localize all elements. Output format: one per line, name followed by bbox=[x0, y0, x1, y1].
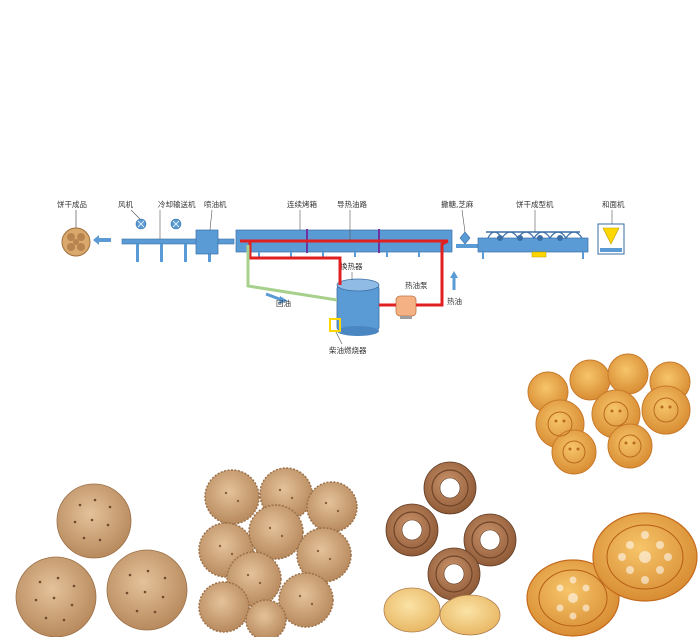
scalloped-crackers-pile-photo bbox=[198, 467, 358, 637]
label-return-oil: 回油 bbox=[276, 298, 291, 308]
return-oil-arrow-head bbox=[279, 296, 288, 304]
label-hot-oil: 热油 bbox=[447, 296, 462, 306]
heat-exchanger-tank bbox=[336, 278, 380, 336]
hot-oil-pipe bbox=[248, 242, 342, 285]
conveyor-leg bbox=[136, 244, 139, 262]
label-thermal-oil-pipe: 导热油路 bbox=[337, 199, 367, 209]
hot-oil-pipe bbox=[416, 239, 449, 307]
dough-mixer-machine bbox=[597, 223, 625, 255]
leader-line bbox=[335, 331, 343, 345]
label-cooling-conveyor: 冷却输送机 bbox=[158, 199, 196, 209]
conveyor-leg bbox=[160, 244, 163, 262]
label-biscuit-forming-machine: 饼干成型机 bbox=[516, 199, 554, 209]
leader-line bbox=[461, 209, 466, 233]
leader-line bbox=[130, 209, 141, 220]
fan-icon bbox=[135, 218, 147, 230]
label-diesel-burner: 柴油燃烧器 bbox=[329, 345, 367, 355]
label-sugar-sesame: 撒糖,芝麻 bbox=[441, 199, 474, 209]
oil-sprayer-machine bbox=[195, 229, 219, 255]
conveyor-leg bbox=[184, 244, 187, 262]
round-docked-crackers-photo bbox=[15, 483, 188, 637]
return-oil-pipe bbox=[246, 245, 338, 302]
hot-oil-pump bbox=[395, 295, 417, 319]
hot-oil-arrow-head bbox=[450, 271, 458, 278]
label-dough-mixer: 和面机 bbox=[602, 199, 625, 209]
output-arrow-icon bbox=[93, 235, 111, 245]
lace-pattern-biscuits-photo bbox=[525, 505, 700, 637]
ring-biscuits-photo bbox=[383, 461, 517, 636]
label-hot-oil-pump: 热油泵 bbox=[405, 280, 428, 290]
sugar-sesame-sprinkler bbox=[459, 231, 471, 245]
label-heat-exchanger: 换热器 bbox=[340, 261, 363, 271]
return-oil-arrow-icon bbox=[265, 292, 283, 302]
cartoon-face-biscuits-photo bbox=[520, 352, 700, 480]
biscuit-forming-machine bbox=[477, 231, 589, 259]
label-tunnel-oven: 连续烤箱 bbox=[287, 199, 317, 209]
fan-icon bbox=[170, 218, 182, 230]
process-flow: 饼干成品 风机 冷却输送机 喷油机 bbox=[57, 199, 625, 355]
label-oil-sprayer: 喷油机 bbox=[204, 199, 227, 209]
label-finished-biscuits: 饼干成品 bbox=[57, 199, 87, 209]
cooling-conveyor-belt bbox=[121, 238, 235, 245]
diesel-burner bbox=[329, 318, 341, 332]
finished-biscuits-icon bbox=[61, 227, 91, 257]
oven-legs bbox=[258, 252, 420, 257]
transfer-conveyor bbox=[456, 244, 478, 248]
label-fan: 风机 bbox=[118, 199, 133, 209]
leader-line bbox=[209, 209, 213, 231]
